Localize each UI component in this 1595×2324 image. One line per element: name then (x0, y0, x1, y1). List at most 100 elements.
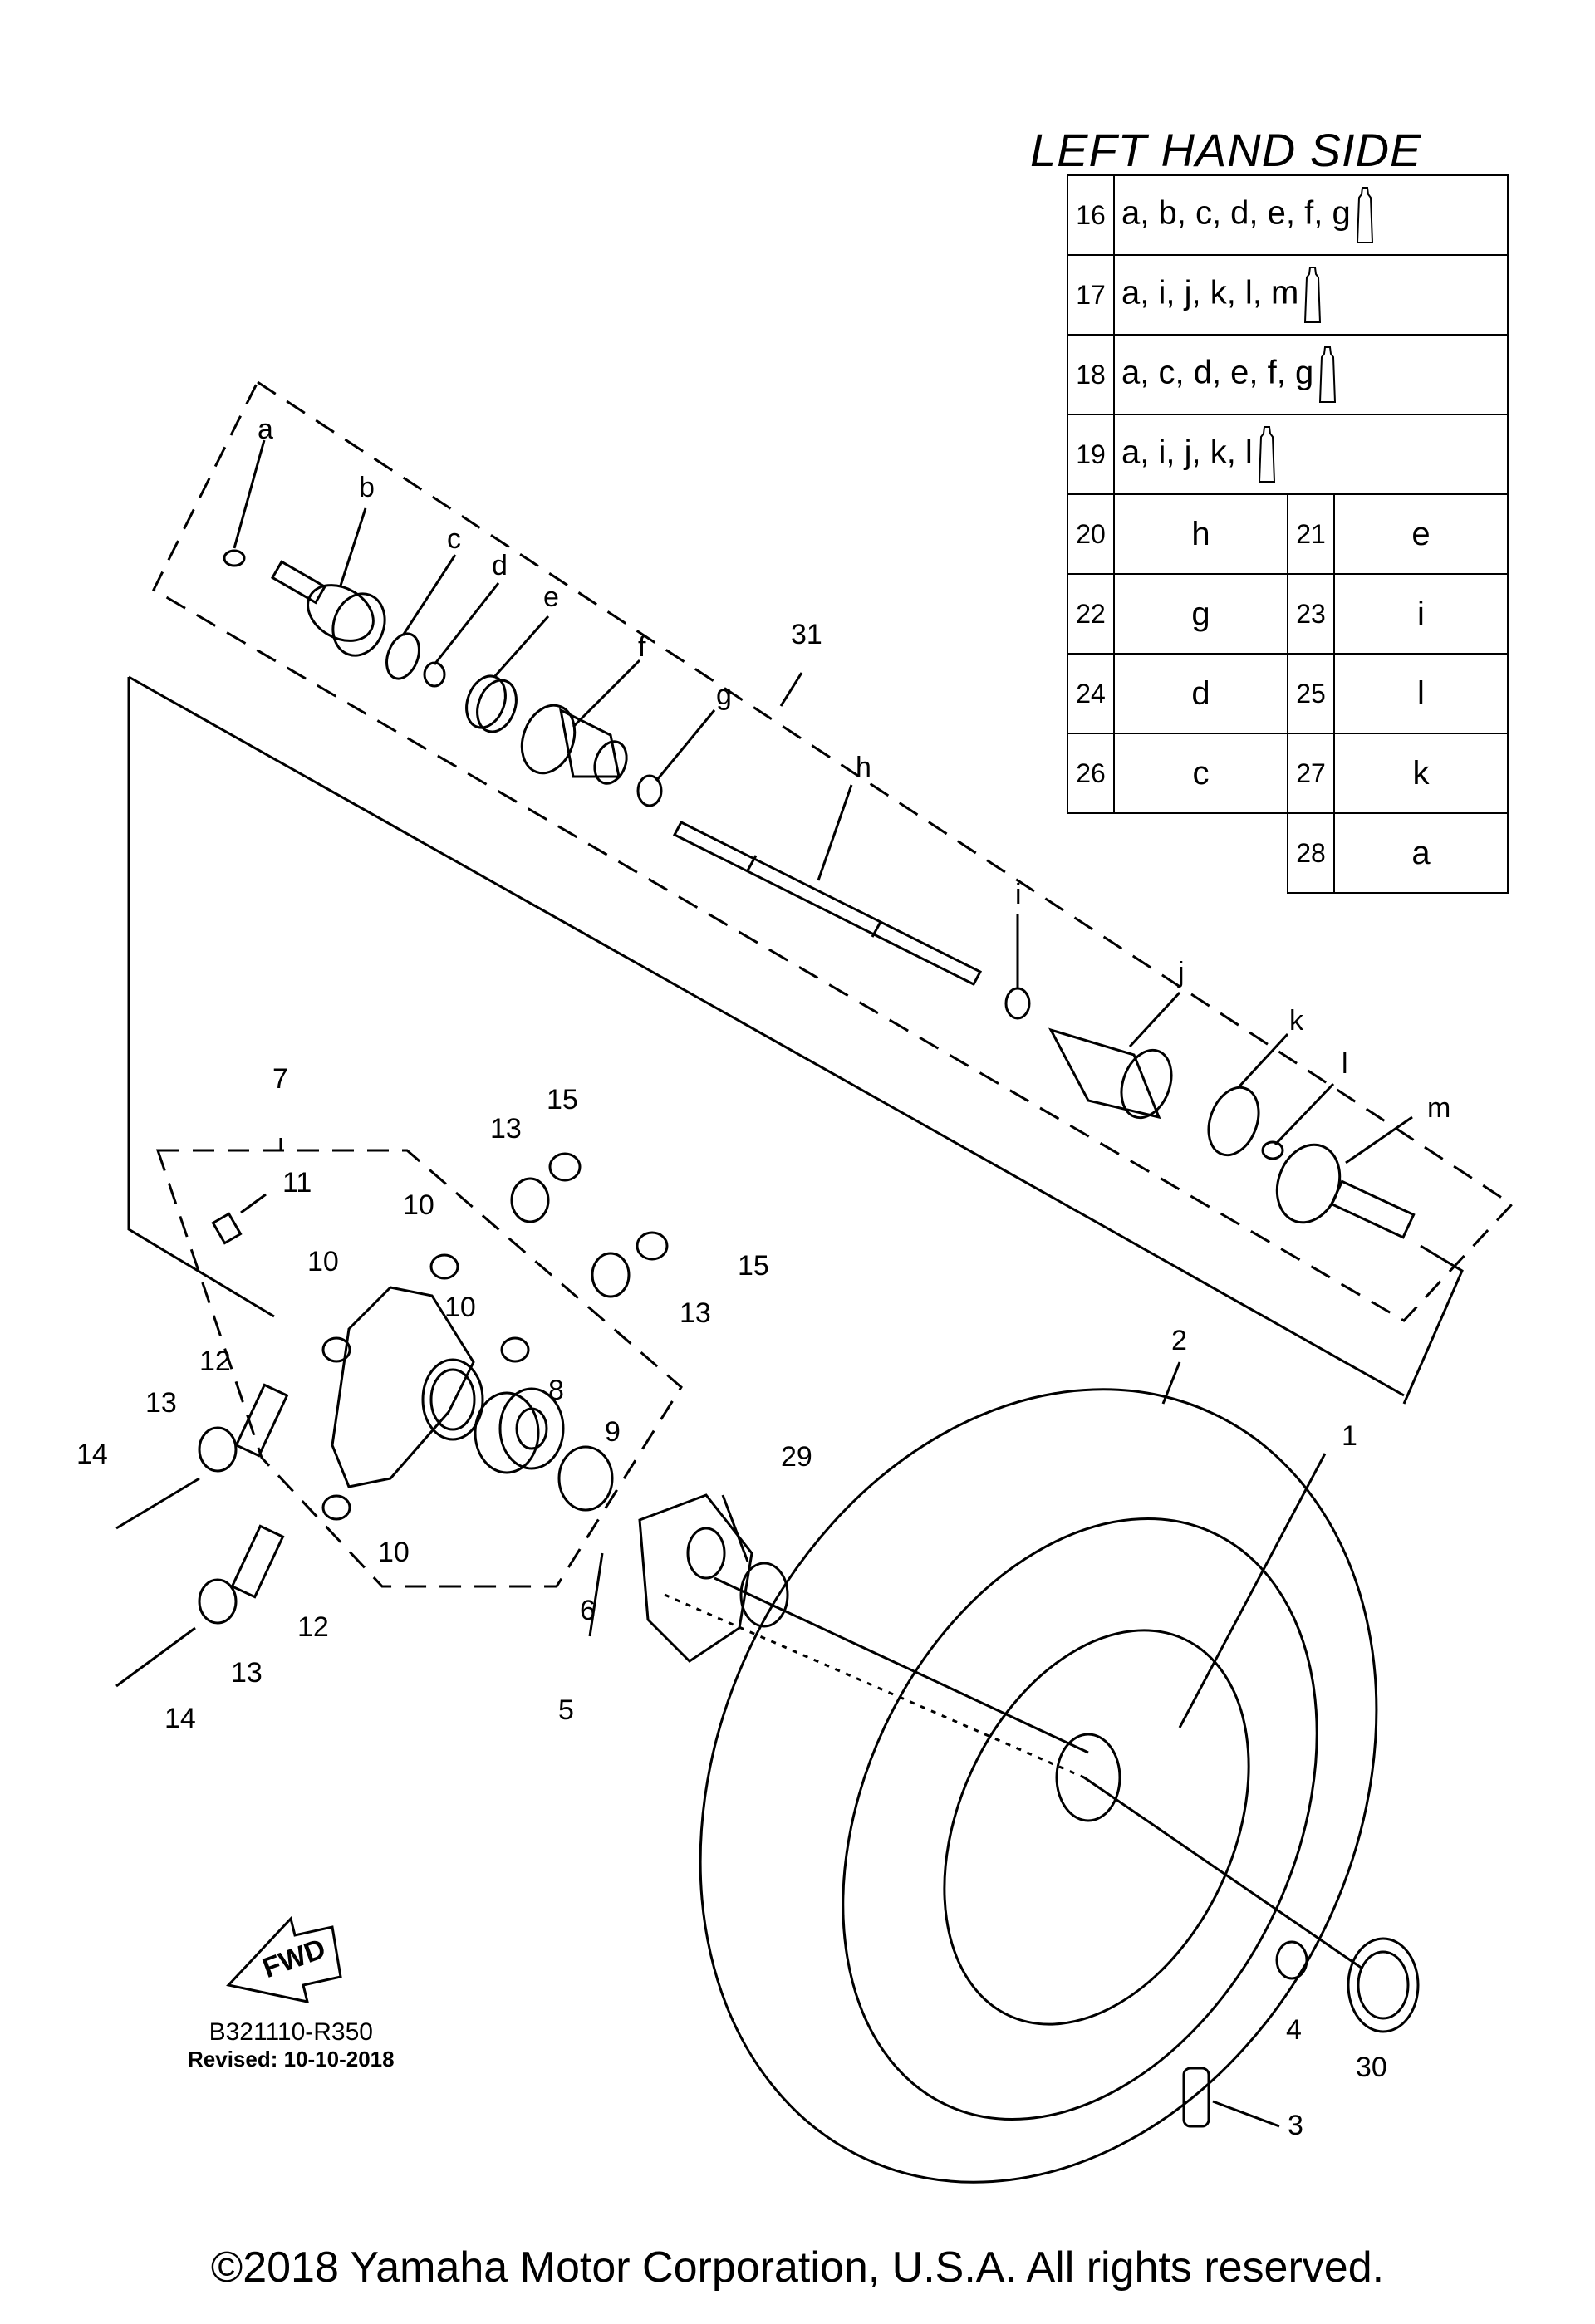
wheel-1 (943, 1629, 1250, 2026)
o-ring-c (385, 632, 420, 680)
nuts-15 (548, 1152, 669, 1261)
table-cell-number: 17 (1067, 254, 1115, 336)
table-row: 16 a, b, c, d, e, f, g (1067, 174, 1509, 256)
callout-e: e (543, 581, 559, 613)
callout-15b: 15 (738, 1250, 769, 1282)
table-cell-part: i (1333, 573, 1509, 655)
grease-tube-icon (1258, 426, 1275, 483)
table-cell-number: 28 (1287, 812, 1335, 894)
callout-c: c (447, 523, 461, 555)
callout-b: b (359, 472, 375, 503)
callout-1: 1 (1342, 1420, 1357, 1452)
circlip-d (423, 661, 446, 688)
table-cell-part: a (1333, 812, 1509, 894)
bolts-14 (115, 1477, 200, 1688)
callout-14a: 14 (76, 1439, 108, 1470)
callout-11: 11 (282, 1167, 312, 1199)
callout-m: m (1427, 1092, 1450, 1124)
callout-i: i (1015, 879, 1022, 910)
table-row: 24 d 25 l (1067, 653, 1509, 734)
reference-table: 16 a, b, c, d, e, f, g 17 a, i, j, k, l,… (1067, 174, 1509, 894)
callout-15a: 15 (547, 1084, 578, 1115)
callout-h: h (856, 752, 871, 783)
table-row: 17 a, i, j, k, l, m (1067, 254, 1509, 336)
grease-tube-icon (1319, 346, 1337, 403)
wheel-nut-4 (1275, 1940, 1308, 1980)
shaft-h (672, 821, 983, 986)
revision-date: Revised: 10-10-2018 (188, 2047, 395, 2071)
callout-10a: 10 (403, 1189, 434, 1221)
callout-10d: 10 (378, 1537, 410, 1568)
table-cell-empty (1067, 813, 1114, 893)
table-cell-parts: a, c, d, e, f, g (1113, 334, 1509, 415)
parts-list: a, c, d, e, f, g (1121, 354, 1314, 391)
driveshaft-assembly-outline (152, 380, 1514, 1322)
table-cell-number: 19 (1067, 414, 1115, 495)
callout-13c: 13 (490, 1113, 522, 1145)
table-cell-empty (1114, 813, 1288, 893)
table-cell-number: 18 (1067, 334, 1115, 415)
boot-j (1048, 1027, 1173, 1120)
callout-13a: 13 (145, 1387, 177, 1419)
parts-list: a, i, j, k, l (1121, 434, 1253, 471)
bearing-8 (474, 1387, 565, 1474)
circlip-9 (557, 1445, 614, 1512)
callout-f: f (638, 631, 646, 663)
boot-band-i (1004, 987, 1031, 1020)
callout-29: 29 (781, 1441, 812, 1473)
page-title: LEFT HAND SIDE (1030, 124, 1422, 176)
table-row: 18 a, c, d, e, f, g (1067, 334, 1509, 415)
callout-l: l (1342, 1048, 1348, 1080)
callout-13b: 13 (231, 1657, 263, 1689)
table-cell-part: l (1333, 653, 1509, 734)
table-row: 20 h 21 e (1067, 493, 1509, 575)
knuckle-group-outline (155, 1149, 683, 1588)
table-cell-number: 16 (1067, 174, 1115, 256)
callout-12a: 12 (199, 1346, 231, 1377)
table-cell-parts: a, i, j, k, l, m (1113, 254, 1509, 336)
copyright-notice: ©2018 Yamaha Motor Corporation, U.S.A. A… (210, 2243, 1385, 2292)
callout-k: k (1289, 1005, 1304, 1037)
callout-9: 9 (605, 1416, 621, 1448)
hub-5 (638, 1493, 789, 1663)
diagram-code: B321110-R350 (209, 2018, 373, 2046)
table-cell-parts: a, i, j, k, l (1113, 414, 1509, 495)
callout-d: d (492, 550, 508, 581)
table-cell-number: 25 (1287, 653, 1335, 734)
table-cell-number: 23 (1287, 573, 1335, 655)
table-cell-part: g (1113, 573, 1288, 655)
table-row: 19 a, i, j, k, l (1067, 414, 1509, 495)
callout-8: 8 (548, 1375, 564, 1406)
table-cell-part: d (1113, 653, 1288, 734)
table-cell-number: 20 (1067, 493, 1115, 575)
table-cell-parts: a, b, c, d, e, f, g (1113, 174, 1509, 256)
table-cell-part: c (1113, 733, 1288, 814)
circlip-a (223, 549, 246, 567)
table-row: 22 g 23 i (1067, 573, 1509, 655)
valve-3 (1182, 2067, 1210, 2128)
grease-tube-icon (1304, 267, 1322, 323)
assembly-frame (127, 677, 275, 1318)
boot-band-e (465, 674, 518, 733)
circlip-l (1261, 1140, 1284, 1160)
table-row: 28 a (1067, 812, 1509, 894)
steering-knuckle-7 (331, 1286, 484, 1488)
callout-10b: 10 (307, 1246, 339, 1277)
diagram-metadata: B321110-R350 Revised: 10-10-2018 (188, 2018, 395, 2071)
boot-f (520, 704, 628, 785)
table-cell-part: k (1333, 733, 1509, 814)
bushings-12 (230, 1383, 289, 1599)
callout-10c: 10 (444, 1292, 476, 1323)
table-cell-part: h (1113, 493, 1288, 575)
table-cell-number: 21 (1287, 493, 1335, 575)
grease-nipple-11 (211, 1212, 243, 1245)
callout-7: 7 (272, 1063, 288, 1095)
boot-band-g (636, 774, 663, 807)
callout-5: 5 (558, 1694, 574, 1726)
callout-13d: 13 (680, 1297, 711, 1329)
callout-14b: 14 (164, 1703, 196, 1734)
fwd-arrow-icon: FWD (226, 1915, 342, 2003)
callout-3: 3 (1288, 2110, 1303, 2141)
grease-tube-icon (1356, 187, 1373, 243)
